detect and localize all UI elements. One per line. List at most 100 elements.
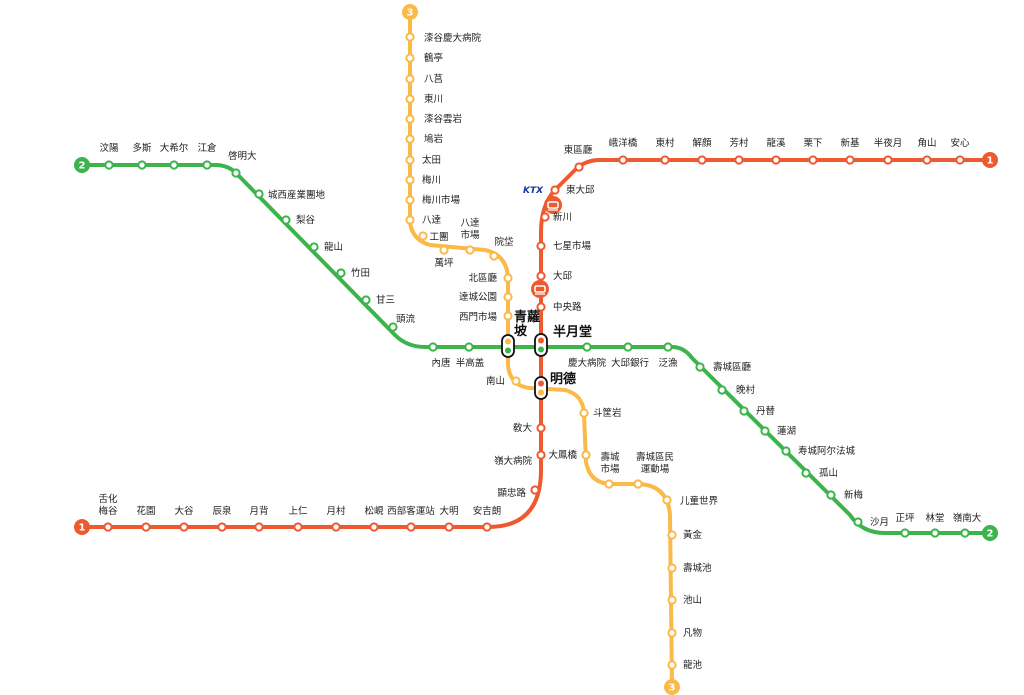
station-marker[interactable]: [883, 155, 893, 165]
station-marker[interactable]: [667, 628, 677, 638]
station-marker[interactable]: [536, 450, 546, 460]
station-label[interactable]: 江倉: [197, 142, 217, 154]
line-1-terminal-badge[interactable]: 1: [982, 152, 998, 168]
station-label[interactable]: 寿城阿尔法城: [798, 445, 856, 457]
station-marker[interactable]: [633, 479, 643, 489]
station-marker[interactable]: [582, 342, 592, 352]
station-label[interactable]: 斗筐岩: [593, 407, 622, 419]
station-marker[interactable]: [845, 155, 855, 165]
station-marker[interactable]: [388, 322, 398, 332]
station-label[interactable]: 大鳳橋: [548, 449, 577, 461]
station-marker[interactable]: [141, 522, 151, 532]
station-marker[interactable]: [482, 522, 492, 532]
station-label[interactable]: 半高盖: [456, 357, 485, 369]
station-marker[interactable]: [489, 251, 499, 261]
station-marker[interactable]: [540, 212, 550, 222]
station-label[interactable]: 漆谷雲岩: [424, 113, 462, 125]
station-label[interactable]: 月背: [249, 505, 268, 517]
station-label[interactable]: 南山: [486, 375, 505, 387]
station-marker[interactable]: [369, 522, 379, 532]
station-label[interactable]: 角山: [917, 137, 936, 149]
station-label[interactable]: 萬坪: [434, 257, 454, 269]
station-marker[interactable]: [405, 74, 415, 84]
station-label[interactable]: 儿童世界: [680, 495, 719, 507]
station-label[interactable]: 八達市場: [460, 217, 480, 241]
station-label[interactable]: 新川: [553, 211, 572, 223]
station-marker[interactable]: [536, 241, 546, 251]
station-label[interactable]: 大谷: [174, 505, 194, 517]
station-label[interactable]: 壽城市場: [600, 451, 620, 475]
station-marker[interactable]: [231, 168, 241, 178]
station-label[interactable]: 龍山: [324, 241, 343, 253]
station-marker[interactable]: [336, 268, 346, 278]
station-marker[interactable]: [574, 162, 584, 172]
station-label[interactable]: 八達: [422, 214, 442, 226]
station-marker[interactable]: [444, 522, 454, 532]
station-marker[interactable]: [179, 522, 189, 532]
station-label[interactable]: 梨谷: [296, 214, 316, 226]
station-label[interactable]: 舌化梅谷: [98, 493, 118, 517]
station-label[interactable]: 新基: [840, 137, 860, 149]
station-marker[interactable]: [663, 342, 673, 352]
station-label[interactable]: 七星市場: [553, 240, 592, 252]
line-2-terminal-badge[interactable]: 2: [74, 157, 90, 173]
station-label[interactable]: 龍溪: [766, 137, 786, 149]
station-label[interactable]: 壽城區廳: [713, 361, 752, 373]
station-marker[interactable]: [667, 595, 677, 605]
station-marker[interactable]: [217, 522, 227, 532]
station-label[interactable]: 敎大: [513, 422, 533, 434]
station-marker[interactable]: [618, 155, 628, 165]
station-label[interactable]: 梅川市場: [422, 194, 461, 206]
station-marker[interactable]: [405, 53, 415, 63]
station-marker[interactable]: [550, 185, 560, 195]
station-label[interactable]: 北區廳: [468, 272, 497, 284]
transfer-label[interactable]: 青蘿坡: [514, 309, 540, 339]
station-marker[interactable]: [137, 160, 147, 170]
station-label[interactable]: 啓明大: [228, 150, 257, 162]
station-label[interactable]: 西部客運站: [387, 505, 435, 517]
station-label[interactable]: 太田: [422, 154, 441, 166]
station-marker[interactable]: [309, 242, 319, 252]
station-label[interactable]: 栗下: [803, 138, 822, 149]
station-label[interactable]: 慶大病院: [568, 357, 607, 369]
station-marker[interactable]: [853, 517, 863, 527]
station-marker[interactable]: [293, 522, 303, 532]
station-label[interactable]: 達城公園: [459, 291, 497, 303]
line-3-terminal-badge[interactable]: 3: [664, 679, 680, 695]
station-label[interactable]: 辰泉: [212, 505, 232, 517]
station-marker[interactable]: [406, 522, 416, 532]
station-marker[interactable]: [405, 195, 415, 205]
station-label[interactable]: 上仁: [288, 505, 308, 517]
station-marker[interactable]: [717, 385, 727, 395]
station-marker[interactable]: [405, 94, 415, 104]
station-label[interactable]: 壽城池: [683, 562, 712, 574]
station-marker[interactable]: [695, 362, 705, 372]
station-marker[interactable]: [739, 406, 749, 416]
station-marker[interactable]: [202, 160, 212, 170]
station-label[interactable]: 解顔: [692, 137, 712, 149]
station-marker[interactable]: [536, 302, 546, 312]
station-marker[interactable]: [604, 479, 614, 489]
station-label[interactable]: 鳩岩: [424, 133, 443, 145]
station-label[interactable]: 東大邱: [566, 184, 595, 196]
station-marker[interactable]: [662, 495, 672, 505]
station-label[interactable]: 新梅: [844, 489, 864, 501]
station-label[interactable]: 安吉朗: [473, 505, 502, 517]
station-marker[interactable]: [660, 155, 670, 165]
station-marker[interactable]: [808, 155, 818, 165]
station-label[interactable]: 頭流: [396, 313, 416, 325]
station-marker[interactable]: [511, 376, 521, 386]
line-3-terminal-badge[interactable]: 3: [402, 4, 418, 20]
line-2-terminal-badge[interactable]: 2: [982, 525, 998, 541]
station-marker[interactable]: [801, 468, 811, 478]
station-marker[interactable]: [405, 114, 415, 124]
station-marker[interactable]: [667, 530, 677, 540]
station-label[interactable]: 竹田: [351, 267, 370, 279]
station-marker[interactable]: [667, 563, 677, 573]
station-marker[interactable]: [826, 490, 836, 500]
station-label[interactable]: 東川: [424, 93, 443, 105]
station-marker[interactable]: [623, 342, 633, 352]
station-marker[interactable]: [900, 528, 910, 538]
station-marker[interactable]: [503, 292, 513, 302]
station-label[interactable]: 黃金: [683, 529, 703, 541]
